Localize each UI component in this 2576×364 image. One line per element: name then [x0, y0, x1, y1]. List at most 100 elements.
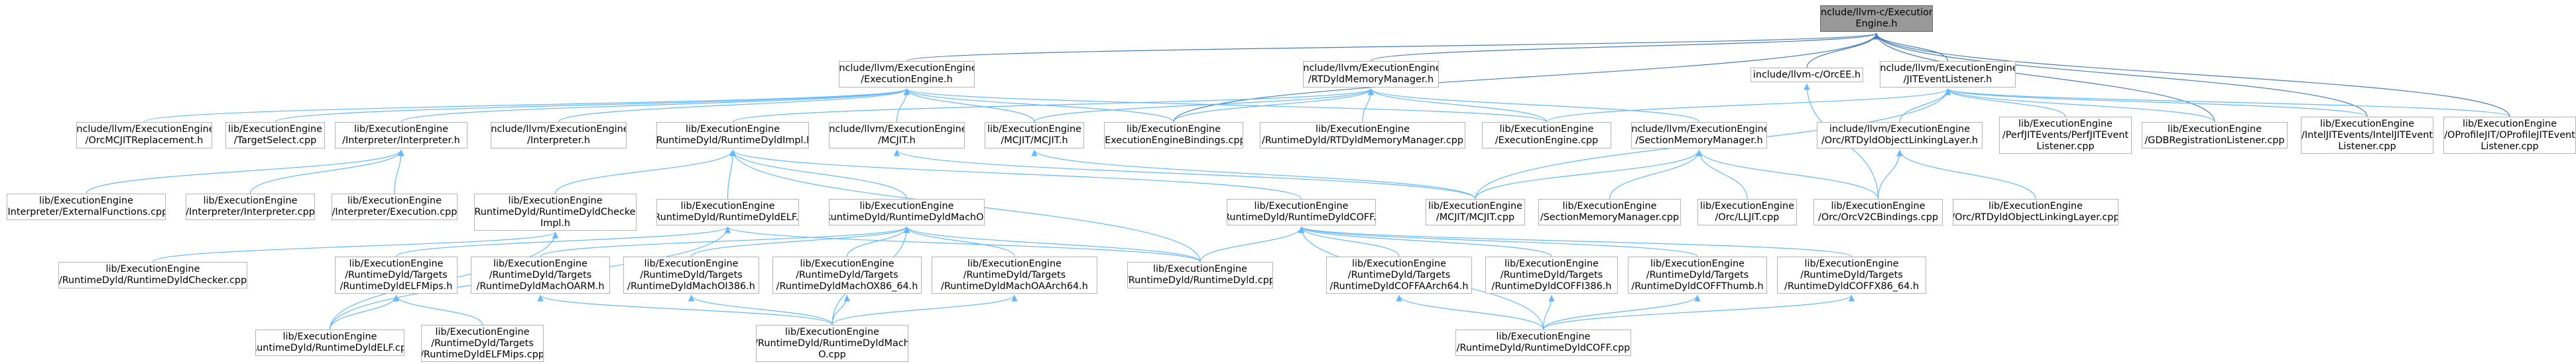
node-runtime-dyld-coff-aarch64-h[interactable]: lib/ExecutionEngine /RuntimeDyld/Targets…	[1326, 257, 1472, 294]
node-root-execution-engine-header: include/llvm-c/Execution Engine.h	[1820, 5, 1933, 32]
node-orc-mcjit-replacement-h[interactable]: include/llvm/ExecutionEngine /OrcMCJITRe…	[76, 122, 212, 149]
node-runtime-dyld-cpp[interactable]: lib/ExecutionEngine /RuntimeDyld/Runtime…	[1127, 262, 1273, 288]
edge-mcjit_h-to-mcjit_cpp	[1031, 149, 1476, 200]
node-runtime-dyld-coff-x86-64-h[interactable]: lib/ExecutionEngine /RuntimeDyld/Targets…	[1777, 257, 1926, 294]
edge-root-to-intel	[1873, 32, 2368, 117]
node-interpreter-interpreter-h[interactable]: lib/ExecutionEngine /Interpreter/Interpr…	[335, 122, 467, 149]
edge-root-to-gdb	[1873, 32, 2215, 123]
node-jit-event-listener-h[interactable]: include/llvm/ExecutionEngine /JITEventLi…	[1880, 61, 2016, 88]
node-lljit-cpp[interactable]: lib/ExecutionEngine /Orc/LLJIT.cpp	[1697, 199, 1797, 225]
edge-root-to-oprofile	[1873, 32, 2510, 117]
node-execution-engine-bindings-cpp[interactable]: lib/ExecutionEngine /ExecutionEngineBind…	[1104, 122, 1243, 149]
edge-dyldmacho_h-to-machoaarch	[903, 226, 1015, 257]
node-runtime-dyld-coff-thumb-h[interactable]: lib/ExecutionEngine /RuntimeDyld/Targets…	[1628, 257, 1767, 294]
edge-jit_listener-to-gdb	[1944, 88, 2215, 123]
edge-dyldimpl-to-dyldcoff_h	[729, 149, 1302, 200]
node-execution-cpp[interactable]: lib/ExecutionEngine /Interpreter/Executi…	[332, 194, 458, 220]
edge-root-to-ee_h	[906, 32, 1880, 62]
edge-ee_h-to-ee_cpp	[904, 88, 1548, 123]
node-execution-engine-cpp[interactable]: lib/ExecutionEngine /ExecutionEngine.cpp	[1482, 122, 1611, 149]
edge-mcjit_inc-to-mcjit_cpp	[893, 149, 1476, 200]
node-section-memory-manager-cpp[interactable]: lib/ExecutionEngine /SectionMemoryManage…	[1538, 199, 1681, 225]
node-interpreter-include-h[interactable]: include/llvm/ExecutionEngine /Interprete…	[491, 122, 627, 149]
node-runtime-dyld-coff-cpp[interactable]: lib/ExecutionEngine /RuntimeDyld/Runtime…	[1455, 330, 1631, 356]
edge-ee_h-to-mcjit_inc	[896, 88, 910, 123]
node-mcjit-include-h[interactable]: include/llvm/ExecutionEngine /MCJIT.h	[829, 122, 965, 149]
node-runtime-dyld-coff-i386-h[interactable]: lib/ExecutionEngine /RuntimeDyld/Targets…	[1485, 257, 1618, 294]
edge-ee_h-to-interp_inc	[558, 88, 910, 123]
edge-dyldcoff_h-to-coffaarch	[1298, 226, 1400, 257]
node-execution-engine-h[interactable]: include/llvm/ExecutionEngine /ExecutionE…	[839, 61, 975, 88]
edge-dyldcoff_h-to-coffx86	[1298, 226, 1853, 257]
edge-root-to-rtdyld_mm	[1370, 32, 1880, 62]
edge-dyldimpl-to-dyldelf_h	[727, 149, 736, 200]
edge-dyldelf_h-to-elfmips_h	[395, 226, 731, 257]
node-interpreter-cpp[interactable]: lib/ExecutionEngine /Interpreter/Interpr…	[186, 194, 315, 220]
node-orcv2-c-bindings-cpp[interactable]: lib/ExecutionEngine /Orc/OrcV2CBindings.…	[1813, 199, 1943, 225]
node-runtime-dyld-impl-h[interactable]: lib/ExecutionEngine /RuntimeDyld/Runtime…	[656, 122, 809, 149]
edge-machoi386-to-dyldmacho_cpp	[688, 294, 833, 326]
edge-machoarm-to-dyldmacho_cpp	[537, 294, 833, 326]
node-perf-jit-event-listener-cpp[interactable]: lib/ExecutionEngine /PerfJITEvents/PerfJ…	[1999, 117, 2132, 154]
node-runtime-dyld-macho-cpp[interactable]: lib/ExecutionEngine /RuntimeDyld/Runtime…	[756, 325, 908, 362]
edge-interp_h-to-exec_cpp	[394, 149, 404, 194]
node-gdb-registration-listener-cpp[interactable]: lib/ExecutionEngine /GDBRegistrationList…	[2142, 122, 2288, 149]
node-runtime-dyld-checker-impl-h[interactable]: lib/ExecutionEngine /RuntimeDyld/Runtime…	[474, 194, 637, 231]
edge-root-to-jit_listener	[1873, 32, 1949, 62]
edge-jit_listener-to-intel	[1945, 88, 2368, 117]
node-runtime-dyld-macho-arm-h[interactable]: lib/ExecutionEngine /RuntimeDyld/Targets…	[471, 257, 610, 294]
edge-coffx86-to-dyldcoff_cpp	[1542, 294, 1855, 330]
node-intel-jit-event-listener-cpp[interactable]: lib/ExecutionEngine /IntelJITEvents/Inte…	[2301, 117, 2433, 154]
edge-coffthumb-to-dyldcoff_cpp	[1542, 294, 1701, 330]
node-runtime-dyld-macho-i386-h[interactable]: lib/ExecutionEngine /RuntimeDyld/Targets…	[623, 257, 759, 294]
node-runtime-dyld-coff-h[interactable]: lib/ExecutionEngine /RuntimeDyld/Runtime…	[1227, 199, 1376, 225]
edge-machox86-to-dyldmacho_cpp	[831, 294, 851, 326]
edge-rtdyld_mm-to-ee_cpp	[1367, 88, 1548, 123]
edge-rtdyld_mm-to-sectmm	[1367, 88, 1700, 123]
edge-sectmm-to-orcv2	[1695, 149, 1879, 200]
node-mcjit-cpp[interactable]: lib/ExecutionEngine /MCJIT/MCJIT.cpp	[1426, 199, 1525, 225]
edge-dyldcoff_h-to-coffi386	[1298, 226, 1552, 257]
edge-interp_h-to-interp_cpp	[249, 149, 404, 194]
edge-machoaarch-to-dyldmacho_cpp	[831, 294, 1018, 326]
edge-rtdyld_mm-to-mcjit_h	[1034, 88, 1375, 123]
edge-sectmm-to-lljit	[1695, 149, 1748, 200]
edge-ee_h-to-orcmcjit	[143, 88, 910, 123]
edge-jit_listener-to-oprofile	[1945, 88, 2510, 117]
node-oprofile-jit-event-listener-cpp[interactable]: lib/ExecutionEngine /OProfileJIT/OProfil…	[2443, 117, 2576, 154]
node-runtime-dyld-elf-mips-cpp[interactable]: lib/ExecutionEngine /RuntimeDyld/Targets…	[421, 325, 544, 362]
edge-jit_listener-to-orc_linking	[1899, 88, 1951, 123]
node-section-memory-manager-h[interactable]: include/llvm/ExecutionEngine /SectionMem…	[1631, 122, 1767, 149]
node-orcee-h[interactable]: include/llvm-c/OrcEE.h	[1750, 68, 1863, 82]
node-runtime-dyld-macho-aarch64-h[interactable]: lib/ExecutionEngine /RuntimeDyld/Targets…	[932, 257, 1097, 294]
node-target-select-cpp[interactable]: lib/ExecutionEngine /TargetSelect.cpp	[225, 122, 325, 149]
node-rtdyld-object-linking-layer-cpp[interactable]: lib/ExecutionEngine /Orc/RTDyldObjectLin…	[1953, 199, 2118, 225]
edge-orc_linking-to-rtlinking_cpp	[1896, 149, 2036, 200]
edge-coffi386-to-dyldcoff_cpp	[1542, 294, 1555, 330]
node-runtime-dyld-macho-x86-64-h[interactable]: lib/ExecutionEngine /RuntimeDyld/Targets…	[772, 257, 922, 294]
edge-ee_h-to-targetselect	[275, 88, 910, 123]
node-mcjit-mcjit-h[interactable]: lib/ExecutionEngine /MCJIT/MCJIT.h	[985, 122, 1084, 149]
edge-ee_h-to-interp_h	[400, 88, 910, 123]
node-runtime-dyld-elf-mips-h[interactable]: lib/ExecutionEngine /RuntimeDyld/Targets…	[335, 257, 458, 294]
edge-dyldimpl-to-checker_impl	[554, 149, 736, 194]
node-runtime-dyld-elf-cpp[interactable]: lib/ExecutionEngine /RuntimeDyld/Runtime…	[255, 330, 404, 356]
edge-dyldcoff_h-to-dyld_cpp	[1199, 226, 1305, 263]
edge-sectmm-to-mcjit_cpp	[1475, 149, 1703, 200]
edge-checker_impl-to-checker_cpp	[152, 231, 559, 263]
edge-coffaarch-to-dyldcoff_cpp	[1396, 294, 1544, 330]
node-runtime-dyld-macho-h[interactable]: lib/ExecutionEngine /RuntimeDyld/Runtime…	[829, 199, 985, 225]
edge-dyldimpl-to-dyldmacho_h	[729, 149, 908, 200]
node-runtime-dyld-elf-h[interactable]: lib/ExecutionEngine /RuntimeDyld/Runtime…	[656, 199, 799, 225]
edge-orc_linking-to-orcv2	[1877, 149, 1903, 200]
node-rtdyld-object-linking-layer-h[interactable]: include/llvm/ExecutionEngine /Orc/RTDyld…	[1817, 122, 1983, 149]
edge-jit_listener-to-perf	[1944, 88, 2066, 117]
node-external-functions-cpp[interactable]: lib/ExecutionEngine /Interpreter/Externa…	[7, 194, 166, 220]
edge-elfmips_h-to-elfmips_cpp	[393, 294, 483, 326]
edge-dyldmacho_h-to-machoarm	[540, 226, 910, 257]
edge-jit_listener-to-ee_cpp	[1546, 88, 1951, 123]
node-rtdyld-memory-manager-cpp[interactable]: lib/ExecutionEngine /RuntimeDyld/RTDyldM…	[1260, 122, 1465, 149]
node-runtime-dyld-checker-cpp[interactable]: lib/ExecutionEngine /RuntimeDyld/Runtime…	[58, 262, 247, 288]
node-rtdyld-memory-manager-h[interactable]: include/llvm/ExecutionEngine /RTDyldMemo…	[1303, 61, 1439, 88]
